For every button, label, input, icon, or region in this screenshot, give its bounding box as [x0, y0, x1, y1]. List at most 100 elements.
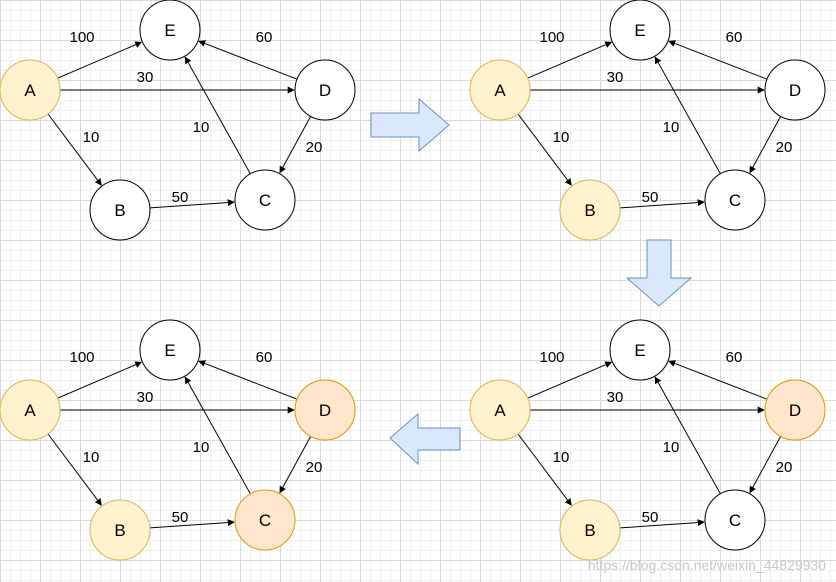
edge-weight-B-C: 50	[172, 189, 189, 206]
edge-weight-C-E: 10	[663, 119, 680, 136]
edge-weight-A-B: 10	[83, 129, 100, 146]
edge-weight-B-C: 50	[642, 509, 659, 526]
node-B	[89, 499, 151, 561]
edge-D-C	[749, 116, 782, 174]
transition-arrow-down	[625, 239, 693, 307]
edge-C-E	[654, 376, 721, 495]
edge-weight-D-E: 60	[726, 29, 743, 46]
edge-weight-A-E: 100	[539, 349, 564, 366]
node-E	[609, 0, 671, 61]
edge-A-B	[47, 433, 102, 506]
watermark-text: https://blog.csdn.net/weixin_44829930	[588, 557, 826, 573]
edge-C-E	[184, 56, 251, 175]
transition-arrow-left	[389, 412, 461, 466]
node-label-B: B	[114, 201, 125, 220]
node-B	[559, 179, 621, 241]
node-E	[139, 319, 201, 381]
node-label-E: E	[634, 21, 645, 40]
edge-weight-D-E: 60	[256, 349, 273, 366]
edge-weight-C-E: 10	[663, 439, 680, 456]
edge-weight-C-E: 10	[193, 119, 210, 136]
node-label-C: C	[259, 191, 271, 210]
node-D	[764, 59, 826, 121]
node-label-A: A	[494, 401, 506, 420]
node-label-A: A	[24, 81, 36, 100]
node-label-B: B	[584, 521, 595, 540]
edge-D-E	[668, 40, 768, 80]
node-C	[234, 169, 296, 231]
edge-weight-D-C: 20	[776, 459, 793, 476]
graph-panel-3: 100 30 10 60 20 10 50 A B C D E	[469, 319, 826, 561]
node-label-E: E	[164, 341, 175, 360]
edge-C-E	[184, 376, 251, 495]
node-D	[294, 379, 356, 441]
edge-A-E	[527, 41, 613, 79]
edge-A-E	[57, 361, 143, 399]
edge-A-E	[527, 361, 613, 399]
edge-A-E	[57, 41, 143, 79]
node-label-D: D	[319, 81, 331, 100]
node-label-C: C	[729, 511, 741, 530]
edge-weight-A-D: 30	[137, 69, 154, 86]
graph-panel-2: 100 30 10 60 20 10 50 A B C D E	[469, 0, 826, 241]
node-A	[469, 59, 531, 121]
node-label-B: B	[114, 521, 125, 540]
node-label-A: A	[24, 401, 36, 420]
node-label-D: D	[319, 401, 331, 420]
node-E	[139, 0, 201, 61]
edge-weight-D-C: 20	[306, 139, 323, 156]
node-B	[559, 499, 621, 561]
edge-weight-A-E: 100	[539, 29, 564, 46]
node-label-C: C	[729, 191, 741, 210]
edge-D-E	[668, 360, 768, 400]
edge-weight-C-E: 10	[193, 439, 210, 456]
edge-A-B	[47, 113, 102, 186]
edge-A-B	[517, 433, 572, 506]
node-E	[609, 319, 671, 381]
node-label-C: C	[259, 511, 271, 530]
edge-B-C	[619, 519, 705, 529]
edge-weight-B-C: 50	[642, 189, 659, 206]
edge-D-C	[749, 436, 782, 494]
edge-weight-A-D: 30	[607, 69, 624, 86]
edge-weight-A-B: 10	[83, 449, 100, 466]
node-D	[764, 379, 826, 441]
node-label-E: E	[164, 21, 175, 40]
node-A	[0, 379, 61, 441]
transition-arrows	[370, 97, 693, 466]
node-A	[469, 379, 531, 441]
edge-D-E	[198, 360, 298, 400]
node-B	[89, 179, 151, 241]
edge-weight-A-D: 30	[137, 389, 154, 406]
transition-arrow-right	[370, 97, 450, 153]
edge-D-E	[198, 40, 298, 80]
edge-weight-D-E: 60	[726, 349, 743, 366]
edge-B-C	[619, 199, 705, 209]
node-C	[704, 169, 766, 231]
edge-weight-A-B: 10	[553, 129, 570, 146]
edge-weight-A-E: 100	[69, 349, 94, 366]
edge-weight-A-E: 100	[69, 29, 94, 46]
node-label-B: B	[584, 201, 595, 220]
node-A	[0, 59, 61, 121]
edge-weight-A-B: 10	[553, 449, 570, 466]
node-C	[704, 489, 766, 551]
edge-weight-D-E: 60	[256, 29, 273, 46]
node-label-D: D	[789, 81, 801, 100]
node-label-D: D	[789, 401, 801, 420]
node-C	[234, 489, 296, 551]
node-label-A: A	[494, 81, 506, 100]
graph-panel-1: 100 30 10 60 20 10 50 A B C D E	[0, 0, 356, 241]
edge-B-C	[149, 519, 235, 529]
edge-A-B	[517, 113, 572, 186]
edge-C-E	[654, 56, 721, 175]
edge-weight-A-D: 30	[607, 389, 624, 406]
edge-weight-D-C: 20	[776, 139, 793, 156]
node-label-E: E	[634, 341, 645, 360]
node-D	[294, 59, 356, 121]
edge-D-C	[279, 436, 312, 494]
edge-B-C	[149, 199, 235, 209]
